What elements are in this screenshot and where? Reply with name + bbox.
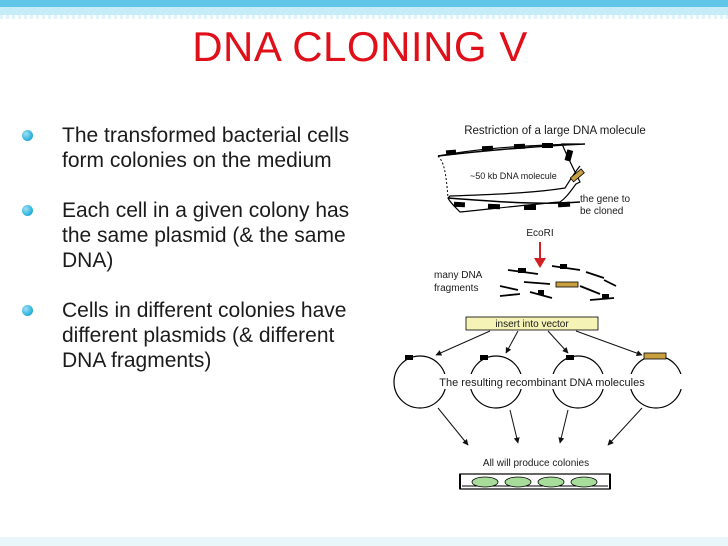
bullet-item: Each cell in a given colony has the same… <box>22 198 362 273</box>
slide-title: DNA CLONING V <box>192 23 528 70</box>
bullet-text: Cells in different colonies have differe… <box>62 299 347 372</box>
enzyme-label: EcoRI <box>526 228 553 239</box>
cloning-diagram: Restriction of a large DNA molecule ~50 … <box>393 125 688 490</box>
bullet-dot-icon <box>22 130 33 141</box>
gene-label: be cloned <box>580 206 623 217</box>
vector-box-label: insert into vector <box>495 319 569 330</box>
recombinant-label-box <box>398 374 688 389</box>
bullet-list: The transformed bacterial cells form col… <box>22 123 362 373</box>
fragments-label: fragments <box>434 283 478 294</box>
bullet-item: Cells in different colonies have differe… <box>22 298 362 373</box>
gene-label: the gene to <box>580 194 630 205</box>
vector-box <box>465 316 599 331</box>
red-arrow-icon <box>534 258 546 268</box>
top-dotted-band <box>0 15 728 19</box>
top-accent-band <box>0 7 728 15</box>
large-dna-molecule <box>437 143 586 213</box>
colony <box>471 476 499 488</box>
colonies-label: All will produce colonies <box>483 458 589 469</box>
molecule-label: ~50 kb DNA molecule <box>470 171 557 181</box>
fragments-label: many DNA <box>434 270 483 281</box>
colony <box>504 476 532 488</box>
colony <box>570 476 598 488</box>
bullet-text: Each cell in a given colony has the same… <box>62 199 350 272</box>
bullet-dot-icon <box>22 205 33 216</box>
colony <box>537 476 565 488</box>
bullet-item: The transformed bacterial cells form col… <box>22 123 362 173</box>
bottom-accent-bar <box>0 537 728 546</box>
dna-fragments <box>499 264 617 301</box>
diagram-heading: Restriction of a large DNA molecule <box>464 125 646 137</box>
recombinant-label: The resulting recombinant DNA molecules <box>439 377 645 389</box>
bullet-text: The transformed bacterial cells form col… <box>62 124 350 172</box>
top-accent-bar <box>0 0 728 7</box>
bullet-dot-icon <box>22 305 33 316</box>
